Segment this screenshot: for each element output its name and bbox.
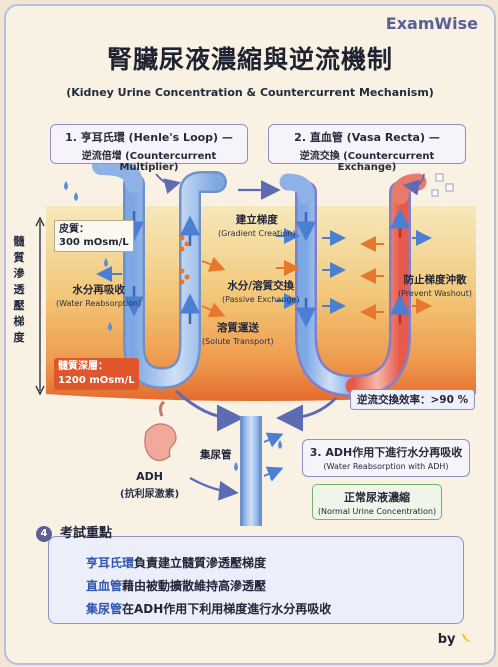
solute-particle-icons [179, 235, 190, 285]
pituitary-stalk-icon [158, 400, 165, 417]
pituitary-gland-icon [144, 423, 177, 462]
salt-crystal-icons [431, 173, 454, 197]
henle-loop [125, 173, 225, 387]
vasa-recta-descending [297, 183, 363, 395]
cortex-name: 皮質： [59, 224, 89, 235]
solute-transport-zh: 溶質運送 [216, 322, 259, 334]
key-point-text: 負責建立髓質滲透壓梯度 [134, 556, 267, 570]
key-point-term: 亨耳氏環 [86, 556, 135, 570]
key-point-text: 在ADH作用下利用梯度進行水分再吸收 [122, 602, 332, 616]
henle-loop-subtitle: 逆流倍增 (Countercurrent Multiplier) [81, 151, 217, 173]
key-point-item: 直血管藉由被動擴散維持高滲透壓 [86, 577, 266, 594]
prevent-washout-label: 防止梯度沖散 (Prevent Washout) [398, 272, 472, 298]
prevent-washout-en: (Prevent Washout) [398, 289, 473, 298]
medulla-value: 1200 mOsm/L [58, 375, 135, 386]
key-points-title: 考試重點 [60, 526, 113, 541]
section-number-badge: 4 [36, 526, 52, 542]
normal-urine-title: 正常尿液濃縮 [344, 491, 410, 504]
vasa-recta-box: 2. 直血管 (Vasa Recta) — 逆流交換 (Countercurre… [268, 124, 466, 173]
water-reabsorption-en: (Water Reabsorption) [56, 299, 142, 308]
key-point-item: 亨耳氏環負責建立髓質滲透壓梯度 [86, 554, 266, 571]
solute-transport-en: (Solute Transport) [202, 337, 274, 346]
page-title: 腎臟尿液濃縮與逆流機制 [106, 45, 393, 74]
cortex-value: 300 mOsm/L [59, 237, 129, 248]
collecting-duct [243, 416, 259, 526]
gradient-axis-label: 髓質滲透壓梯度 [13, 235, 25, 344]
infographic-card: ExamWise 腎臟尿液濃縮與逆流機制 (Kidney Urine Conce… [4, 4, 496, 665]
adh-reabsorption-box: 3. ADH作用下進行水分再吸收 (Water Reabsorption wit… [302, 439, 470, 477]
solute-transport-label: 溶質運送 (Solute Transport) [202, 320, 274, 346]
banana-logo-icon [462, 634, 472, 642]
cortex-label: 皮質： 300 mOsm/L [54, 220, 134, 252]
solute-out-arrow-icon [201, 256, 226, 272]
adh-reabsorption-subtitle: (Water Reabsorption with ADH) [323, 462, 449, 471]
axis-arrow-down-icon [35, 385, 45, 396]
exchange-efficiency-badge: 逆流交換效率：>90 % [350, 389, 476, 410]
adh-label: ADH (抗利尿激素) [120, 470, 179, 500]
water-reabsorption-label: 水分再吸收 (Water Reabsorption) [56, 282, 141, 308]
vasa-recta-subtitle: 逆流交換 (Countercurrent Exchange) [299, 151, 435, 173]
page-subtitle: (Kidney Urine Concentration & Countercur… [66, 86, 434, 99]
water-reabsorption-zh: 水分再吸收 [72, 284, 125, 296]
henle-loop-box: 1. 亨耳氏環 (Henle's Loop) — 逆流倍增 (Countercu… [50, 124, 248, 173]
gradient-creation-label: 建立梯度 (Gradient Creation) [218, 212, 295, 238]
gradient-creation-zh: 建立梯度 [235, 214, 278, 226]
henle-loop-title: 1. 亨耳氏環 (Henle's Loop) — [65, 131, 233, 144]
key-point-text: 藉由被動擴散維持高滲透壓 [122, 579, 267, 593]
adh-subtitle: (抗利尿激素) [120, 489, 180, 500]
duct-water-arrow-icon [263, 432, 284, 448]
key-points-panel [48, 536, 464, 624]
medulla-name: 髓質深層： [58, 361, 108, 372]
signature: by [438, 632, 474, 647]
vasa-recta-title: 2. 直血管 (Vasa Recta) — [294, 131, 440, 144]
adh-reabsorption-title: 3. ADH作用下進行水分再吸收 [309, 446, 463, 459]
normal-urine-subtitle: (Normal Urine Concentration) [317, 507, 437, 516]
henle-loop-inflow [92, 157, 143, 193]
medulla-label: 髓質深層： 1200 mOsm/L [54, 358, 139, 390]
key-point-term: 直血管 [86, 579, 123, 593]
prevent-washout-zh: 防止梯度沖散 [403, 274, 467, 286]
solute-out-arrow-icon [201, 302, 226, 318]
vasa-recta-inflow [279, 173, 315, 205]
brand-logo: ExamWise [385, 14, 478, 33]
key-point-item: 集尿管在ADH作用下利用梯度進行水分再吸收 [86, 600, 331, 617]
to-collecting-duct-arrow-icon [174, 389, 244, 432]
curved-arrow-icon [402, 173, 425, 196]
normal-urine-box: 正常尿液濃縮 (Normal Urine Concentration) [312, 484, 442, 520]
passive-exchange-en: (Passive Exchange) [222, 295, 300, 304]
duct-water-arrow-icon [263, 466, 284, 482]
to-collecting-duct-arrow-icon [276, 396, 338, 432]
signature-text: by [437, 632, 456, 647]
kidney-diagram [35, 157, 476, 526]
curved-arrow-icon [155, 173, 181, 195]
axis-arrow-up-icon [35, 216, 45, 227]
gradient-creation-en: (Gradient Creation) [218, 229, 296, 238]
passive-exchange-zh: 水分/溶質交換 [227, 280, 295, 292]
key-point-term: 集尿管 [86, 602, 123, 616]
key-points-heading: 4 考試重點 [36, 522, 112, 542]
passive-exchange-label: 水分/溶質交換 (Passive Exchange) [222, 278, 299, 304]
collecting-duct-label: 集尿管 [200, 447, 232, 462]
adh-arrow-icon [189, 477, 239, 501]
medulla-gradient-band [46, 206, 476, 401]
vasa-recta-ascending [345, 183, 409, 395]
adh-name: ADH [136, 470, 163, 483]
exchange-arrow-icons [276, 228, 432, 320]
collecting-duct-zh: 集尿管 [200, 449, 232, 461]
